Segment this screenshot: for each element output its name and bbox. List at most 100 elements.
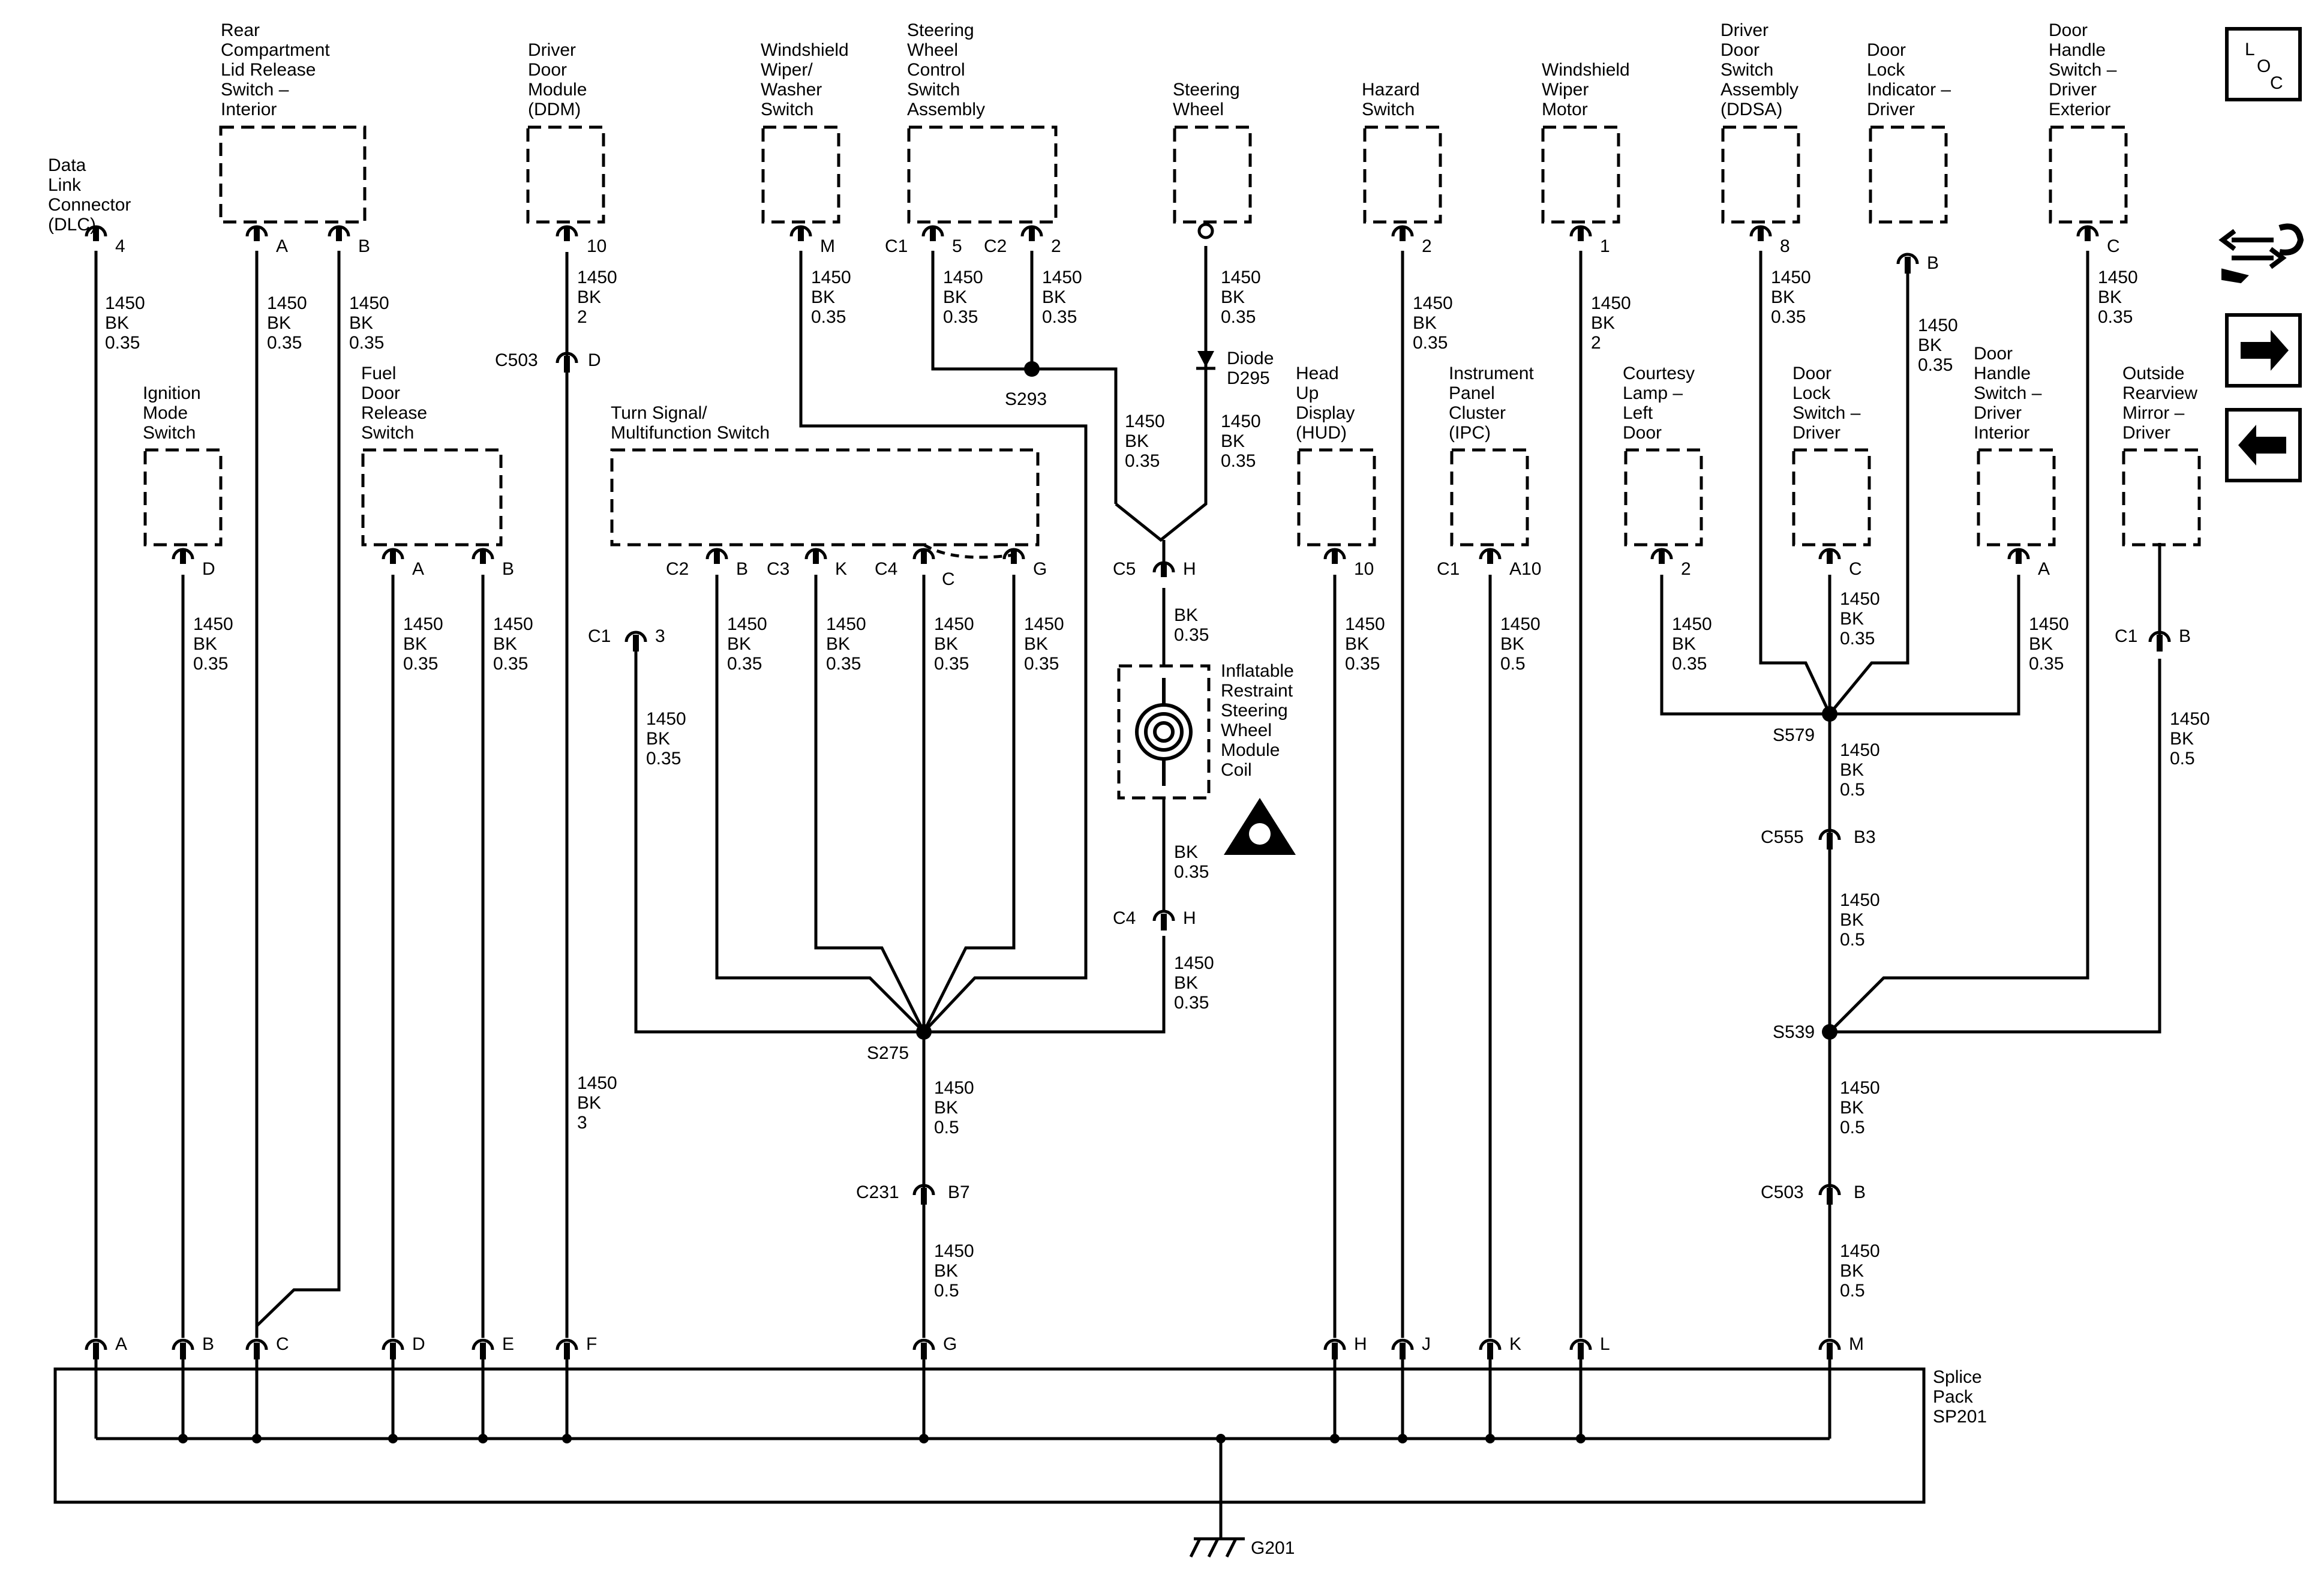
- pin-label: C3: [767, 559, 789, 579]
- pin-label: C: [942, 569, 955, 589]
- splice-s275: [916, 1024, 932, 1040]
- pin-label: C5: [1113, 559, 1136, 579]
- pin-label: 2: [1422, 236, 1432, 256]
- pin-label: 10: [587, 236, 606, 256]
- pin-label: 3: [655, 626, 665, 646]
- splice-label: S579: [1773, 725, 1815, 745]
- pin-label: B: [1854, 1182, 1866, 1202]
- pin-label: C555: [1761, 827, 1804, 847]
- pin-label: A: [412, 559, 424, 579]
- pin-label: B: [2179, 626, 2191, 646]
- pin-label: C: [276, 1334, 289, 1354]
- pin-label: C2: [984, 236, 1007, 256]
- pin-label: C503: [495, 350, 538, 370]
- pin-label: H: [1354, 1334, 1367, 1354]
- connector-view-icon[interactable]: [2218, 223, 2304, 284]
- splice-s293: [1024, 361, 1040, 377]
- connector-symbols: [86, 227, 2169, 1359]
- pin-label: A: [276, 236, 288, 256]
- arrow-left-icon: [2238, 425, 2286, 466]
- splice-label: S293: [1005, 389, 1047, 409]
- loc-letter: L: [2245, 40, 2255, 59]
- label-turn-signal: Turn Signal/Multifunction Switch: [611, 403, 770, 443]
- steering-wheel-pin: [1197, 223, 1214, 239]
- pin-label: F: [586, 1334, 597, 1354]
- pin-label: B3: [1854, 827, 1876, 847]
- airbag-warning-icon: [1224, 798, 1296, 855]
- pin-label: 5: [952, 236, 962, 256]
- pin-label: C1: [885, 236, 908, 256]
- next-page-button[interactable]: [2225, 313, 2302, 388]
- pin-label: B: [1927, 253, 1939, 273]
- splice-dots: [916, 361, 1837, 1040]
- pin-label: A: [2038, 559, 2050, 579]
- pin-label: C: [2107, 236, 2120, 256]
- prev-page-button[interactable]: [2225, 408, 2302, 482]
- pin-label: C1: [588, 626, 611, 646]
- pin-label: C4: [875, 559, 897, 579]
- splice-label: S539: [1773, 1022, 1815, 1042]
- locator-button[interactable]: L O C: [2225, 27, 2302, 101]
- diode-d295: [1196, 351, 1215, 370]
- pin-label: G: [943, 1334, 957, 1354]
- splice-pack-sp201: [53, 1353, 1926, 1558]
- pin-label: J: [1422, 1334, 1431, 1354]
- pin-label: H: [1183, 559, 1196, 579]
- pin-label: C503: [1761, 1182, 1804, 1202]
- ground-symbol: [1189, 1537, 1245, 1558]
- pin-label: D: [588, 350, 601, 370]
- pin-label: D: [202, 559, 215, 579]
- pin-label: B: [736, 559, 748, 579]
- pin-label: B: [358, 236, 370, 256]
- clockspring-coil-icon: [1135, 678, 1193, 786]
- pin-label: G: [1033, 559, 1047, 579]
- pin-label: 4: [115, 236, 125, 256]
- pin-label: 8: [1780, 236, 1790, 256]
- loc-letter: C: [2270, 73, 2283, 93]
- pin-label: K: [1509, 1334, 1521, 1354]
- pin-label: K: [835, 559, 847, 579]
